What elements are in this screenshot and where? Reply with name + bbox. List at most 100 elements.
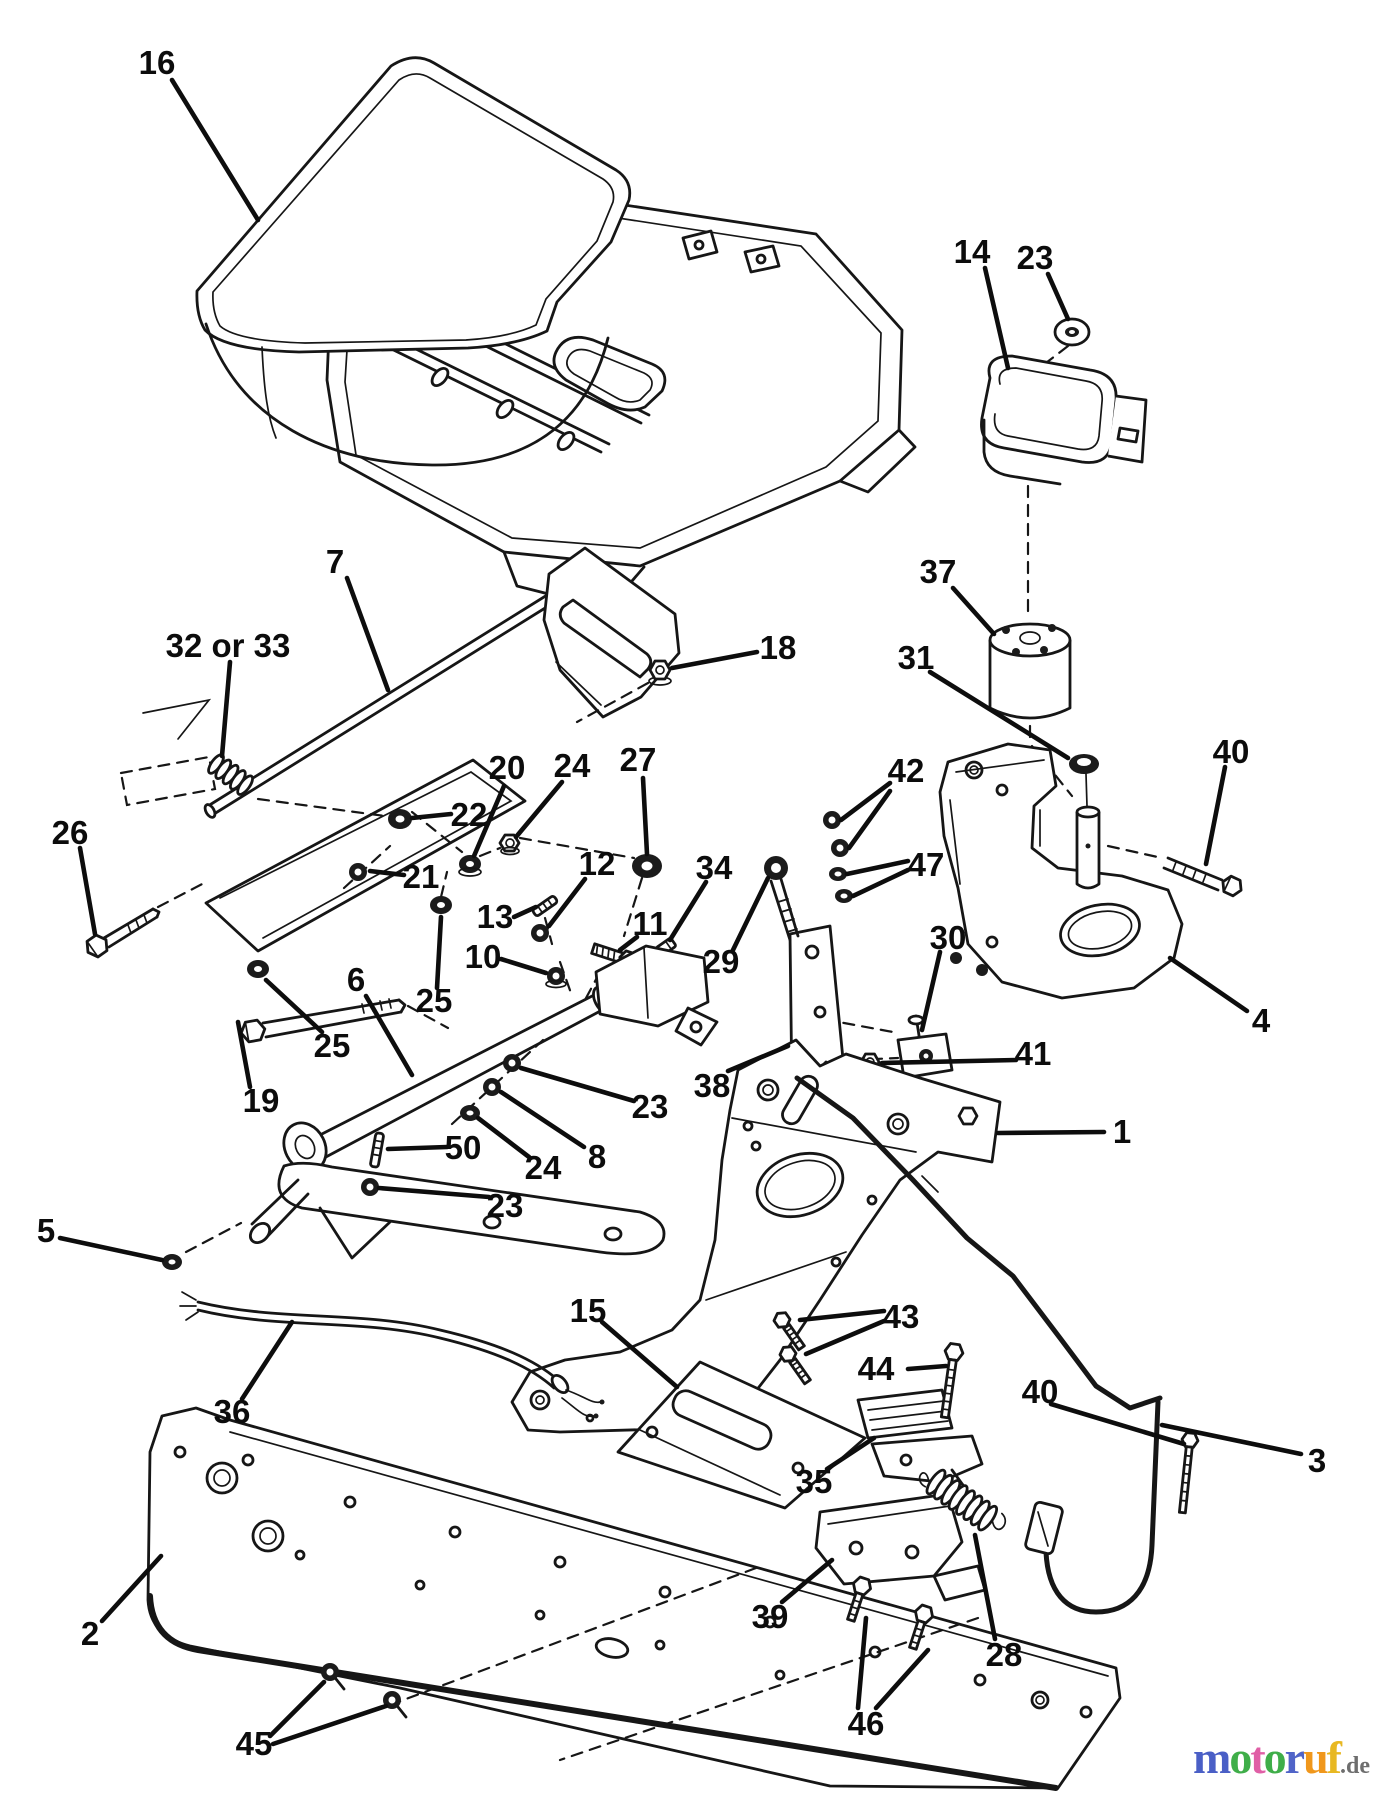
callout-26-label: 26 (52, 814, 89, 851)
callout-15-label: 15 (570, 1292, 607, 1329)
callout-4-leader-0 (1167, 955, 1250, 1014)
callout-18-label: 18 (760, 629, 797, 666)
callout-7-label: 7 (326, 543, 344, 580)
callout-19-leader-0 (235, 1019, 253, 1090)
part-35-latch (856, 1388, 984, 1502)
part-50-pin (369, 1131, 385, 1169)
watermark-letter: f (1326, 1732, 1342, 1783)
callout-10-leader-0 (498, 956, 549, 976)
callout-40-a-leader-0 (1203, 764, 1228, 867)
callout-30-label: 30 (930, 919, 967, 956)
callout-36-label: 36 (214, 1393, 251, 1430)
callout-46-leader-1 (873, 1647, 931, 1711)
callout-1-label: 1 (1113, 1113, 1131, 1150)
callout-45-leader-0 (267, 1679, 327, 1739)
part-8-locknut (483, 1078, 501, 1096)
callout-45-label: 45 (236, 1725, 273, 1762)
callout-24-b-label: 24 (525, 1149, 562, 1186)
hardware-cluster-upper (85, 809, 677, 1126)
watermark-letter: o (1229, 1732, 1252, 1783)
callout-27-label: 27 (620, 741, 657, 778)
callout-16-label: 16 (139, 44, 176, 81)
callout-42-leader-0 (838, 780, 893, 823)
callout-32-33-leader-0 (219, 659, 233, 759)
callout-5-leader-0 (57, 1235, 165, 1263)
callout-23-a-label: 23 (1017, 239, 1054, 276)
callout-21-leader-0 (367, 868, 407, 878)
part-43-bolts (772, 1311, 812, 1386)
callout-4-label: 4 (1252, 1002, 1271, 1039)
callout-38-leader-0 (725, 1043, 791, 1074)
part-23-locknut-b (503, 1054, 521, 1072)
callout-25-a-label: 25 (416, 982, 453, 1019)
callout-28-leader-0 (972, 1532, 998, 1642)
part-27-grommet (632, 854, 662, 878)
part-23-washer-a (1053, 317, 1091, 347)
part-1-bracket (510, 1038, 1002, 1434)
callout-13-label: 13 (477, 898, 514, 935)
callout-31-leader-0 (927, 669, 1071, 761)
callout-47-leader-0 (844, 858, 911, 877)
part-37-spacer-cylinder (988, 622, 1072, 720)
callout-47-leader-1 (850, 867, 911, 899)
callout-8-leader-0 (498, 1089, 587, 1150)
callout-40-a-label: 40 (1213, 733, 1250, 770)
callout-43-label: 43 (883, 1298, 920, 1335)
callout-10-label: 10 (465, 938, 502, 975)
callout-23-a-leader-0 (1045, 271, 1071, 322)
callout-2-label: 2 (81, 1615, 99, 1652)
part-10-flange-nut (545, 967, 567, 989)
callout-40-b-label: 40 (1022, 1373, 1059, 1410)
callout-32-33-label: 32 or 33 (166, 627, 291, 664)
callout-6-leader-0 (363, 993, 415, 1078)
part-32-33-spring (207, 753, 254, 796)
callout-26-leader-0 (77, 845, 98, 937)
part-21-locknut (349, 863, 367, 881)
watermark-letter: o (1263, 1732, 1287, 1783)
part-15-plate (616, 1360, 867, 1510)
part-40-bolt-a (1162, 856, 1243, 898)
callout-25-a-leader-0 (434, 914, 444, 991)
watermark-letter: t (1250, 1732, 1265, 1783)
callout-46-leader-0 (855, 1615, 869, 1711)
part-47-washers (829, 867, 853, 903)
watermark-letter: m (1193, 1732, 1231, 1783)
callout-31-label: 31 (898, 639, 935, 676)
callout-20-label: 20 (489, 749, 526, 786)
part-24-hex-nut (498, 833, 521, 856)
callout-7-leader-0 (344, 575, 391, 693)
callout-28-label: 28 (986, 1636, 1023, 1673)
callout-39-label: 39 (752, 1598, 789, 1635)
part-22-grommet (388, 809, 412, 829)
callout-12-label: 12 (579, 845, 616, 882)
callout-43-leader-0 (797, 1308, 887, 1323)
callout-45-leader-1 (270, 1703, 389, 1747)
callout-42-leader-1 (846, 788, 893, 851)
callout-16-leader-0 (169, 77, 261, 223)
callout-1-leader-0 (995, 1129, 1107, 1136)
part-25-grommet-b (247, 960, 269, 978)
part-31-push-nut-and-pin (1069, 754, 1101, 890)
callout-11-label: 11 (633, 905, 668, 942)
callout-42-label: 42 (888, 752, 925, 789)
callout-44-label: 44 (858, 1350, 895, 1387)
part-12-locknut (531, 924, 549, 942)
watermark-suffix: .de (1340, 1753, 1370, 1779)
callout-44-leader-0 (905, 1363, 949, 1372)
callout-21-label: 21 (403, 858, 440, 895)
callout-41-leader-0 (879, 1057, 1019, 1066)
part-16-cover-and-deck (195, 56, 917, 611)
callout-36-leader-0 (239, 1319, 295, 1402)
callout-23-c-leader-0 (376, 1185, 492, 1200)
callout-34-label: 34 (696, 849, 733, 886)
callout-14-label: 14 (954, 233, 991, 270)
part-29-carriage-bolt (764, 856, 800, 942)
callout-41-label: 41 (1015, 1035, 1052, 1072)
callout-6-label: 6 (347, 961, 365, 998)
part-4-bracket-group (938, 317, 1243, 1000)
part-25-grommet-a (430, 896, 452, 914)
callout-2-leader-0 (99, 1553, 164, 1624)
callout-29-leader-0 (730, 875, 771, 953)
callout-27-leader-0 (640, 775, 650, 857)
